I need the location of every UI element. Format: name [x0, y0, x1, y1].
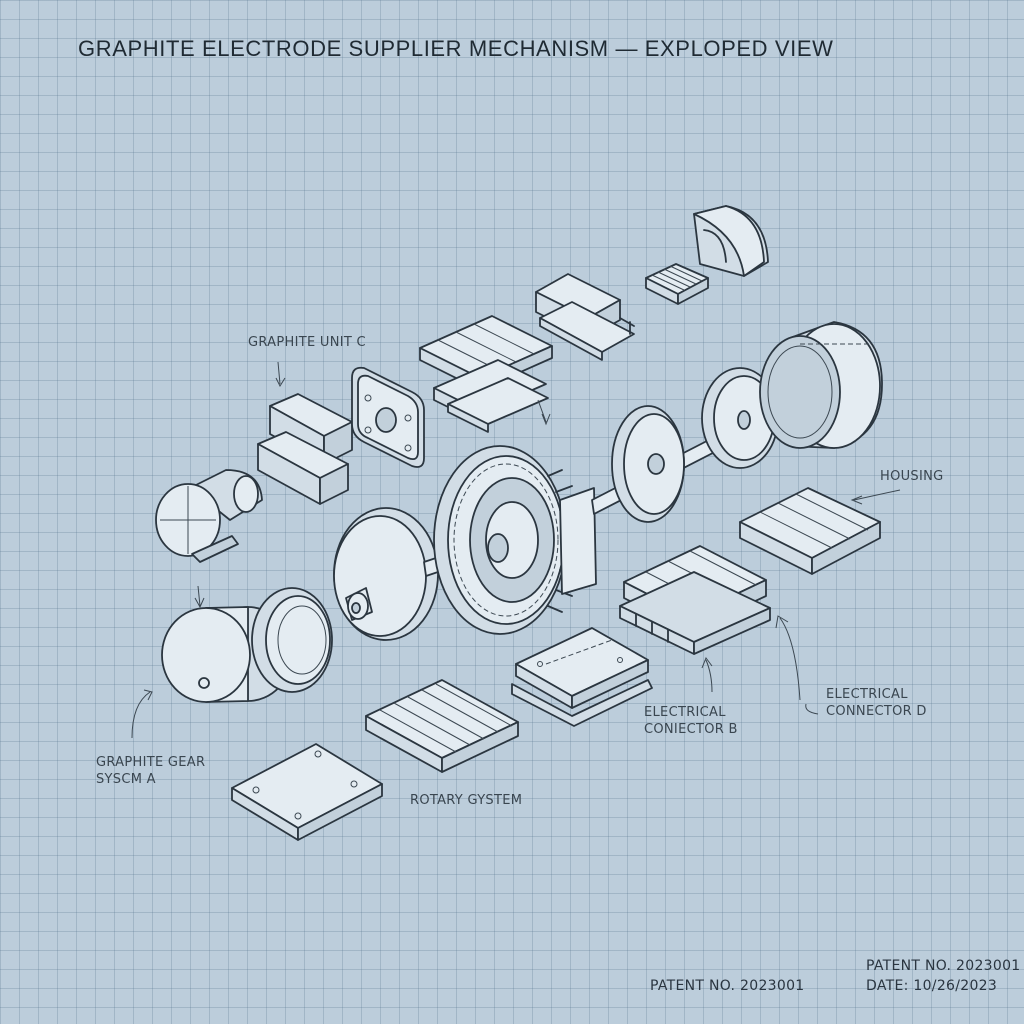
label-rotary-system: ROTARY GYSTEM: [410, 793, 523, 808]
patent-block-right: PATENT NO. 2023001 DATE: 10/26/2023: [866, 956, 1021, 996]
label-connector-b-line2: CONIECTOR B: [644, 722, 738, 737]
label-connector-b: ELECTRICAL CONIECTOR B: [644, 704, 738, 738]
patent-number-right: PATENT NO. 2023001: [866, 958, 1021, 974]
label-connector-d: ELECTRICAL CONNECTOR D: [826, 686, 927, 720]
graphite-gear-drum: [161, 587, 333, 703]
drawing-title: GRAPHITE ELECTRODE SUPPLIER MECHANISM — …: [78, 36, 834, 61]
square-flange-plate: [351, 366, 425, 468]
label-connector-d-line1: ELECTRICAL: [826, 687, 908, 702]
bracket-block-part: [535, 273, 635, 361]
label-graphite-gear-line2: SYSCM A: [96, 772, 156, 787]
stacked-bars-part: [419, 315, 553, 433]
label-connector-d-line2: CONNECTOR D: [826, 704, 927, 719]
label-graphite-gear: GRAPHITE GEAR SYSCM A: [96, 754, 205, 788]
central-gear-ring: [433, 445, 597, 635]
small-motor-part: [155, 469, 263, 563]
finned-block-part: [645, 263, 709, 305]
housing-cylinder: [759, 321, 883, 449]
bottom-plate: [231, 743, 383, 841]
leader-arrows: [131, 361, 901, 739]
curved-cap-part: [693, 205, 769, 277]
right-shaft-assembly: [591, 367, 779, 523]
rotary-system-rail: [365, 679, 519, 773]
label-graphite-unit-c: GRAPHITE UNIT C: [248, 335, 366, 350]
label-graphite-gear-line1: GRAPHITE GEAR: [96, 755, 206, 770]
label-connector-b-line1: ELECTRICAL: [644, 705, 726, 720]
patent-number-left: PATENT NO. 2023001: [650, 978, 805, 994]
electrical-connector-b: [619, 545, 771, 655]
housing-plate: [739, 487, 881, 575]
patent-date: DATE: 10/26/2023: [866, 978, 998, 994]
graphite-unit-c-blocks: [257, 393, 353, 505]
label-housing: HOUSING: [880, 469, 944, 484]
connector-plate-center: [511, 627, 653, 727]
